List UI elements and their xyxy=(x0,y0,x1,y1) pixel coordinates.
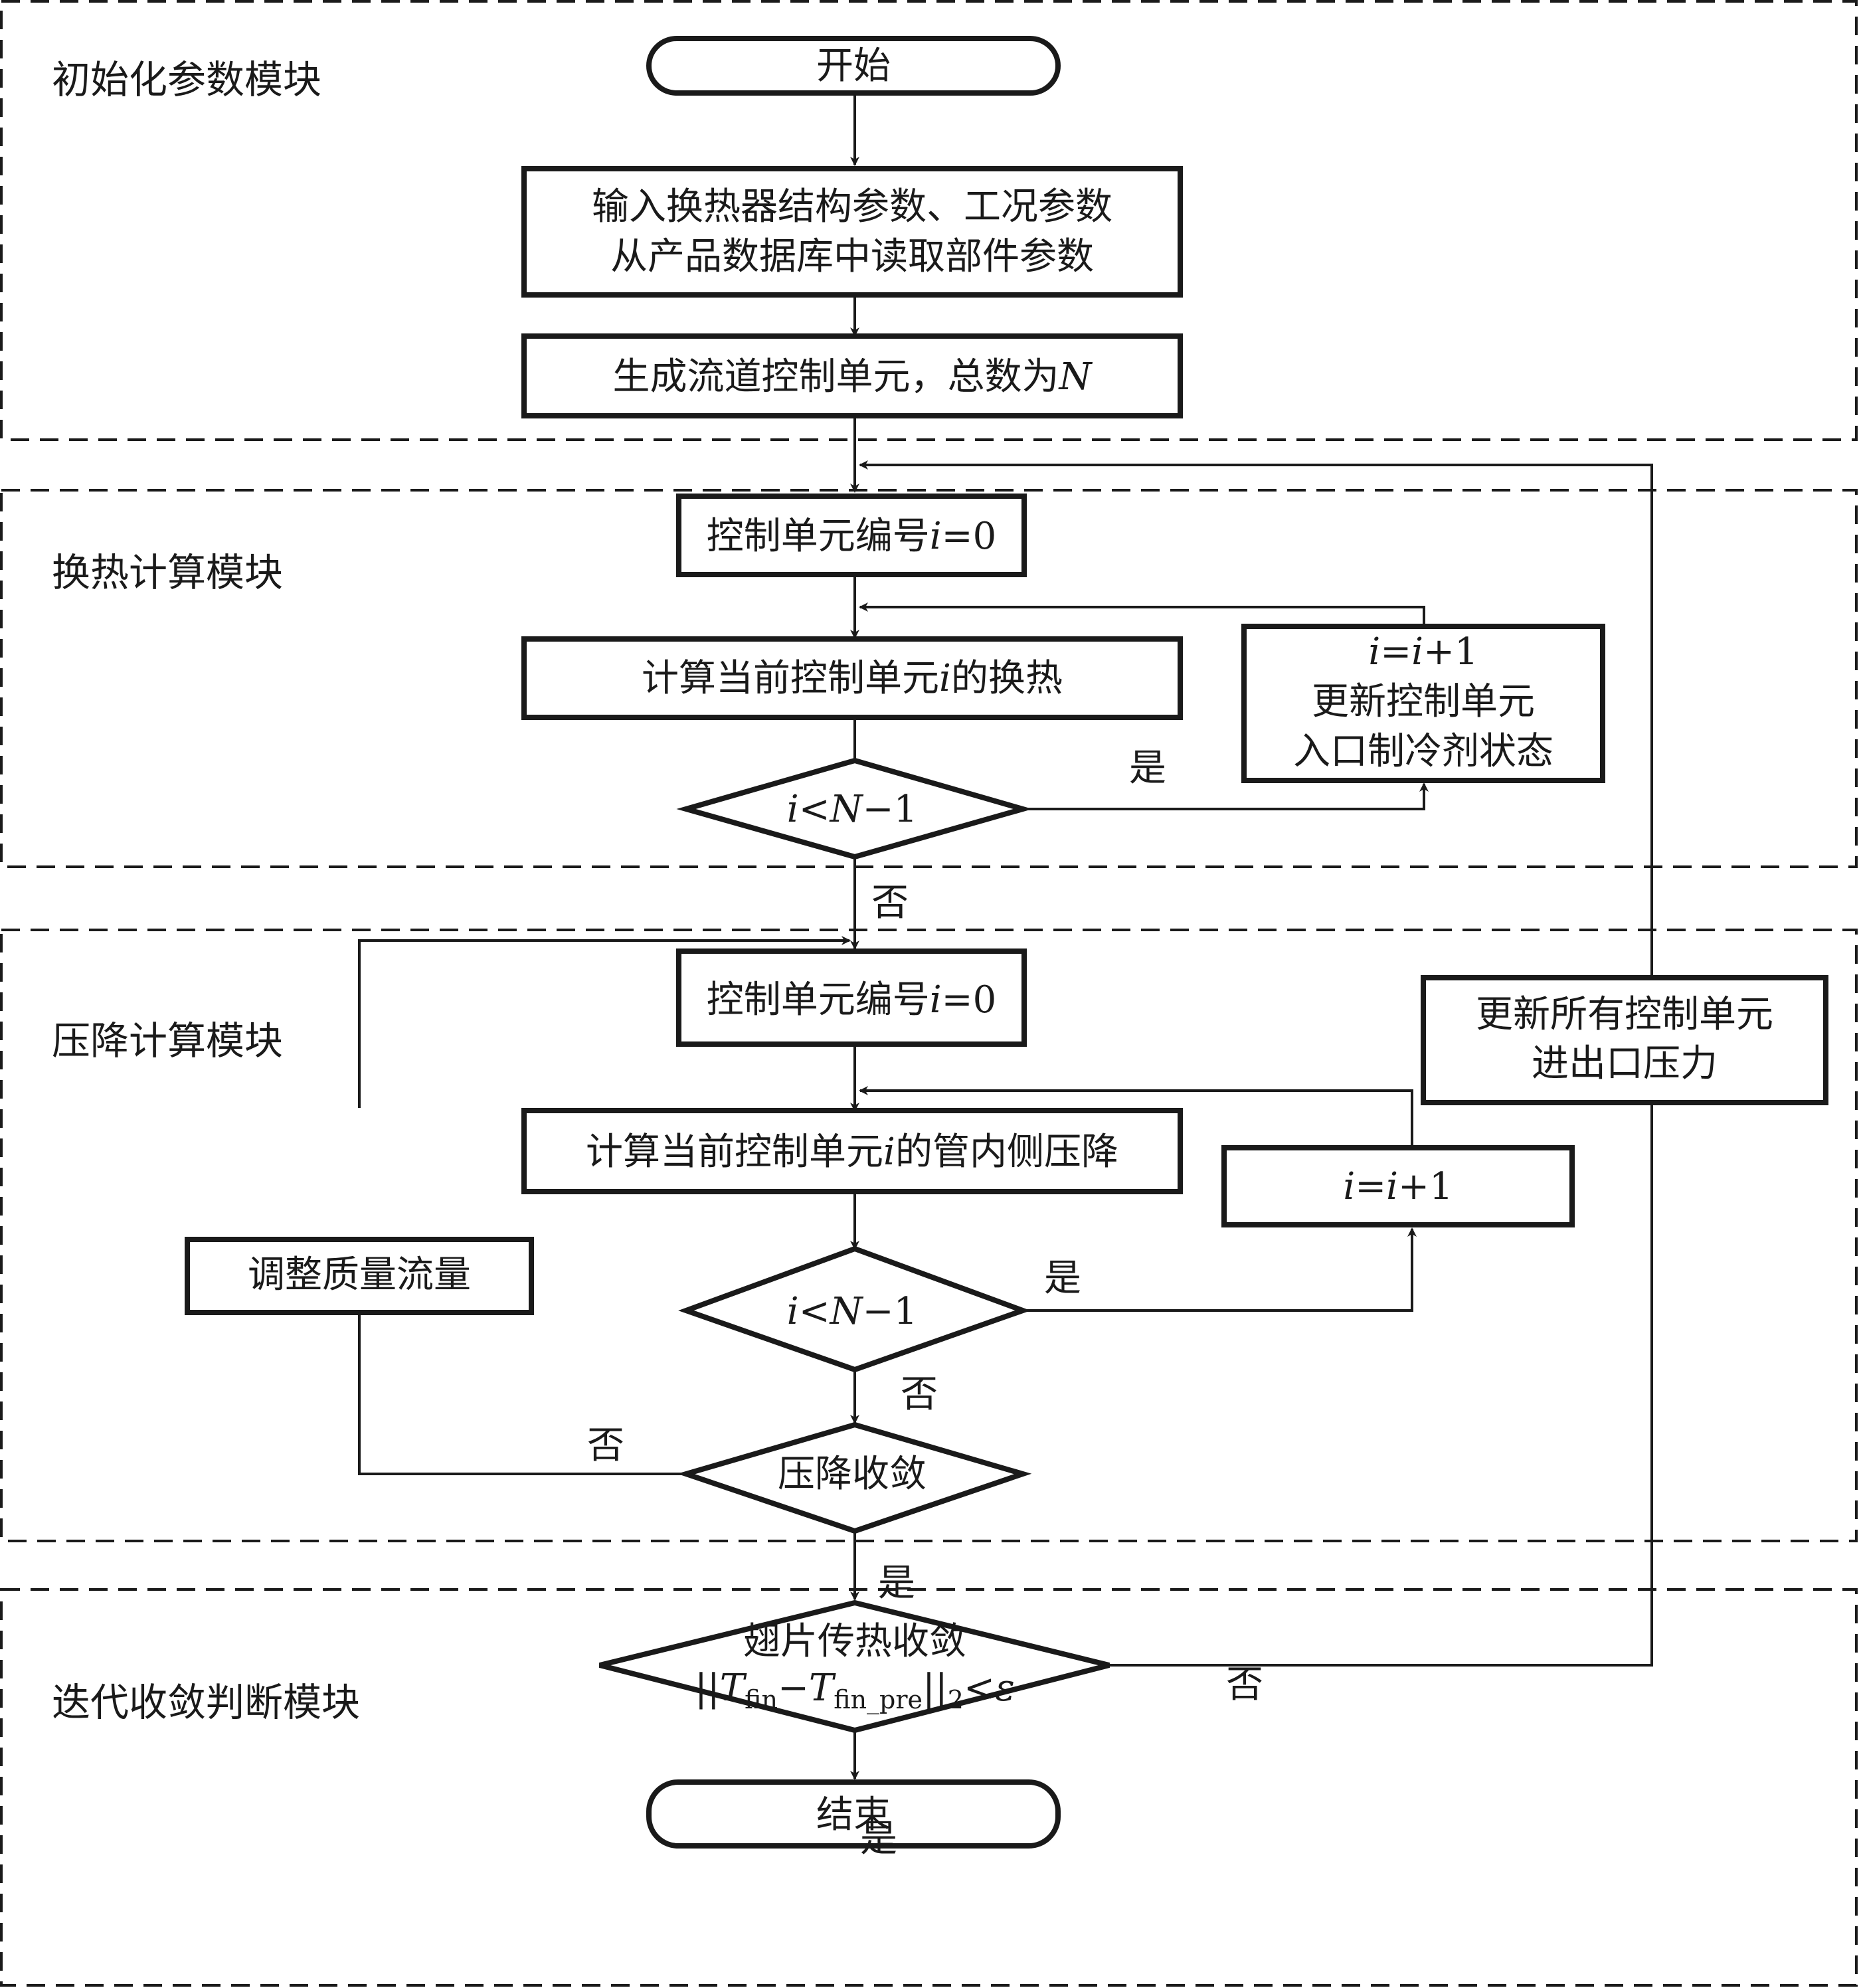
module-label-iteration: 迭代收敛判断模块 xyxy=(52,1680,360,1725)
edge-adjust-loop xyxy=(358,936,851,1108)
fin-converge-line1: 翅片传热收敛 xyxy=(743,1620,966,1663)
heat-condition-label: i<N−1 xyxy=(787,788,917,831)
fin-converge-diamond: 翅片传热收敛 ||Tfin−Tfin_pre||2<ε xyxy=(599,1599,1110,1734)
input-params-box: 输入换热器结构参数、工况参数 从产品数据库中读取部件参数 xyxy=(521,166,1183,298)
edge-label-heat-no: 否 xyxy=(871,881,909,925)
module-heat-boundary xyxy=(0,489,1858,868)
edge-label-converge-yes: 是 xyxy=(878,1562,915,1605)
pressure-condition-label: i<N−1 xyxy=(787,1290,917,1333)
module-label-init: 初始化参数模块 xyxy=(52,57,321,102)
edge-heat-loop-back xyxy=(859,602,1425,626)
generate-units-box: 生成流道控制单元，总数为N xyxy=(521,333,1183,418)
heat-init-box: 控制单元编号i=0 xyxy=(676,494,1027,577)
edge-outer-loop-return xyxy=(859,460,1653,978)
update-pressure-box: 更新所有控制单元 进出口压力 xyxy=(1421,975,1828,1105)
edge-label-converge-no: 否 xyxy=(587,1424,624,1467)
edge-label-fin-yes: 是 xyxy=(860,1817,897,1860)
edge-label-pressure-yes: 是 xyxy=(1044,1257,1081,1300)
start-terminal: 开始 xyxy=(646,36,1061,96)
module-label-heat: 换热计算模块 xyxy=(52,550,283,595)
edge-pressure-loop-back xyxy=(859,1086,1413,1146)
pressure-calc-box: 计算当前控制单元i的管内侧压降 xyxy=(521,1108,1183,1194)
edge-label-fin-no: 否 xyxy=(1226,1663,1263,1706)
module-label-pressure: 压降计算模块 xyxy=(52,1018,283,1063)
pressure-init-label: 控制单元编号i=0 xyxy=(707,978,996,1022)
heat-update-line1: i=i+1 xyxy=(1368,630,1478,674)
pressure-calc-label: 计算当前控制单元i的管内侧压降 xyxy=(586,1130,1118,1174)
adjust-flow-label: 调整质量流量 xyxy=(248,1253,471,1297)
end-label: 结束 xyxy=(816,1793,891,1837)
generate-label: 生成流道控制单元，总数为N xyxy=(613,355,1093,399)
edge-converge-no xyxy=(355,1289,686,1475)
heat-calc-box: 计算当前控制单元i的换热 xyxy=(521,636,1183,720)
module-pressure-boundary xyxy=(0,929,1858,1542)
pressure-init-box: 控制单元编号i=0 xyxy=(676,949,1027,1047)
update-pressure-line2: 进出口压力 xyxy=(1532,1042,1718,1085)
pressure-increment-box: i=i+1 xyxy=(1221,1145,1575,1227)
start-label: 开始 xyxy=(816,45,891,88)
edge-heatcond-yes xyxy=(1023,782,1429,810)
heat-update-line3: 入口制冷剂状态 xyxy=(1293,730,1553,773)
heat-update-line2: 更新控制单元 xyxy=(1312,680,1535,723)
edge-label-pressure-no: 否 xyxy=(901,1373,938,1416)
heat-condition-diamond: i<N−1 xyxy=(676,757,1033,860)
heat-init-label: 控制单元编号i=0 xyxy=(707,515,996,558)
pressure-condition-diamond: i<N−1 xyxy=(678,1245,1031,1373)
input-line1: 输入换热器结构参数、工况参数 xyxy=(592,185,1112,228)
update-pressure-line1: 更新所有控制单元 xyxy=(1476,993,1773,1036)
module-init-boundary xyxy=(0,0,1858,441)
end-terminal: 结束 xyxy=(646,1779,1061,1849)
edge-pcond-yes xyxy=(1023,1227,1417,1312)
input-line2: 从产品数据库中读取部件参数 xyxy=(610,235,1094,278)
module-iteration-boundary xyxy=(0,1588,1858,1987)
pressure-converge-label: 压降收敛 xyxy=(778,1453,927,1496)
fin-converge-formula: ||Tfin−Tfin_pre||2<ε xyxy=(695,1667,1015,1715)
adjust-flow-box-real: 调整质量流量 xyxy=(185,1237,534,1315)
pressure-increment-label: i=i+1 xyxy=(1343,1165,1453,1208)
pressure-converge-diamond: 压降收敛 xyxy=(677,1421,1032,1534)
edge-fin-no xyxy=(1109,1083,1656,1667)
heat-calc-label: 计算当前控制单元i的换热 xyxy=(642,657,1063,700)
heat-update-box: i=i+1 更新控制单元 入口制冷剂状态 xyxy=(1241,624,1605,783)
edge-label-heat-yes: 是 xyxy=(1129,747,1166,790)
